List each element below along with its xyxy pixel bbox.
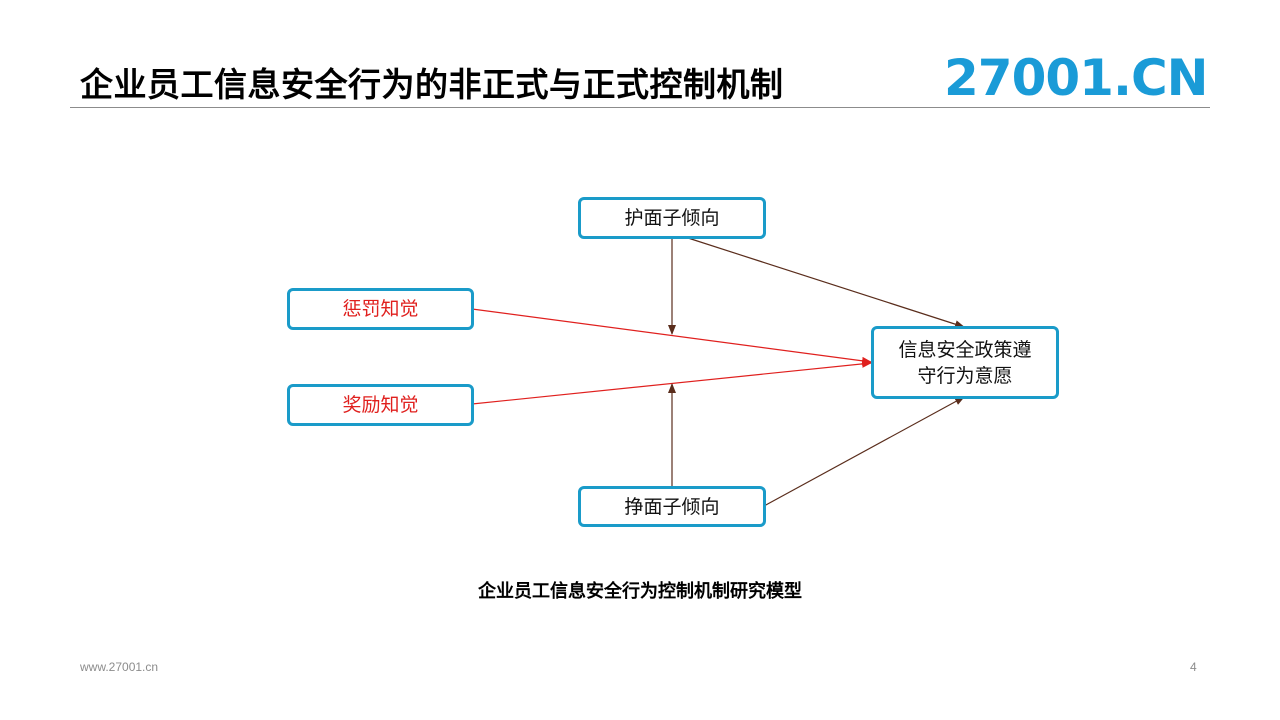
arrow-punishment-to-compliance: [471, 308, 872, 365]
node-compliance-intention: 信息安全政策遵 守行为意愿: [871, 326, 1059, 399]
page-number: 4: [1190, 660, 1197, 674]
brand-logo: 27001.CN: [944, 49, 1208, 107]
arrow-saveface-to-compliance: [687, 237, 965, 329]
node-save-face-tendency: 护面子倾向: [578, 197, 766, 239]
node-label: 奖励知觉: [342, 394, 419, 416]
node-label-line1: 信息安全政策遵: [898, 338, 1032, 361]
node-label: 挣面子倾向: [624, 495, 720, 518]
node-label: 护面子倾向: [624, 207, 720, 229]
diagram-caption: 企业员工信息安全行为控制机制研究模型: [478, 581, 802, 602]
node-punishment-perception: 惩罚知觉: [287, 288, 474, 330]
node-reward-perception: 奖励知觉: [287, 384, 474, 426]
node-label-line2: 守行为意愿: [917, 364, 1013, 387]
page-title: 企业员工信息安全行为的非正式与正式控制机制: [80, 65, 784, 104]
title-divider: [70, 107, 1210, 108]
footer-url: www.27001.cn: [80, 660, 159, 674]
node-label: 惩罚知觉: [342, 298, 419, 320]
arrow-gainface-to-compliance: [763, 396, 965, 507]
node-gain-face-tendency: 挣面子倾向: [578, 486, 766, 527]
